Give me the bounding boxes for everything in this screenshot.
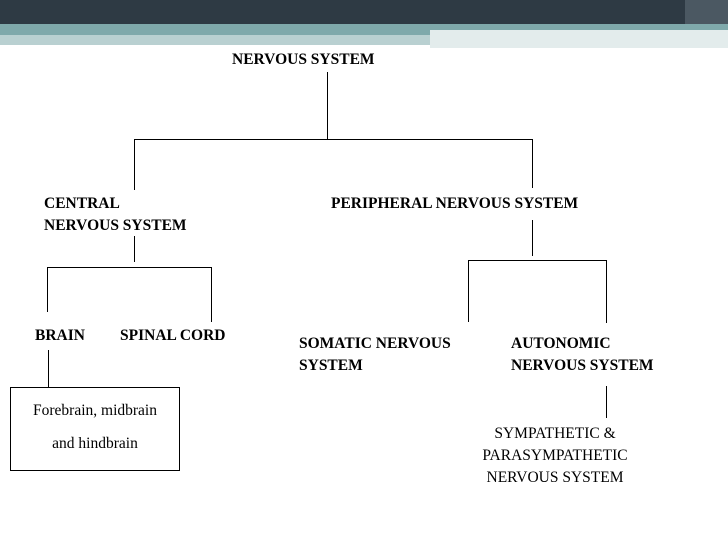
node-nervous-system-label: NERVOUS SYSTEM	[232, 51, 375, 68]
node-peripheral-nervous-system: PERIPHERAL NERVOUS SYSTEM	[331, 193, 578, 215]
header-bar-teal	[0, 24, 728, 35]
node-sympathetic-parasympathetic: SYMPATHETIC & PARASYMPATHETIC NERVOUS SY…	[460, 423, 650, 489]
node-central-nervous-system: CENTRAL NERVOUS SYSTEM	[44, 193, 187, 237]
header-accent-gray	[685, 0, 728, 24]
node-somatic-line1: SOMATIC NERVOUS	[299, 335, 451, 352]
node-autonomic-line2: NERVOUS SYSTEM	[511, 357, 654, 374]
header-bar-light	[0, 35, 728, 45]
node-brain-parts-box: Forebrain, midbrain and hindbrain	[10, 387, 180, 471]
node-spinal-cord-label: SPINAL CORD	[120, 327, 226, 344]
node-nervous-system: NERVOUS SYSTEM	[232, 49, 375, 71]
header-band	[0, 0, 728, 48]
node-peripheral-label: PERIPHERAL NERVOUS SYSTEM	[331, 195, 579, 212]
node-somatic-nervous-system: SOMATIC NERVOUS SYSTEM	[299, 333, 451, 377]
node-sym-line2: PARASYMPATHETIC	[482, 447, 628, 464]
node-brain-label: BRAIN	[35, 327, 85, 344]
header-accent-pale	[430, 30, 728, 48]
node-brain-parts-line1: Forebrain, midbrain	[33, 402, 157, 419]
node-central-line2: NERVOUS SYSTEM	[44, 217, 187, 234]
node-central-line1: CENTRAL	[44, 195, 120, 212]
node-sym-line1: SYMPATHETIC &	[494, 425, 616, 442]
node-brain: BRAIN	[35, 325, 85, 347]
node-brain-parts-line2: and hindbrain	[52, 435, 138, 452]
node-sym-line3: NERVOUS SYSTEM	[486, 469, 624, 486]
node-somatic-line2: SYSTEM	[299, 357, 363, 374]
node-autonomic-line1: AUTONOMIC	[511, 335, 611, 352]
node-spinal-cord: SPINAL CORD	[120, 325, 226, 347]
header-bar-dark	[0, 0, 728, 24]
node-autonomic-nervous-system: AUTONOMIC NERVOUS SYSTEM	[511, 333, 654, 377]
